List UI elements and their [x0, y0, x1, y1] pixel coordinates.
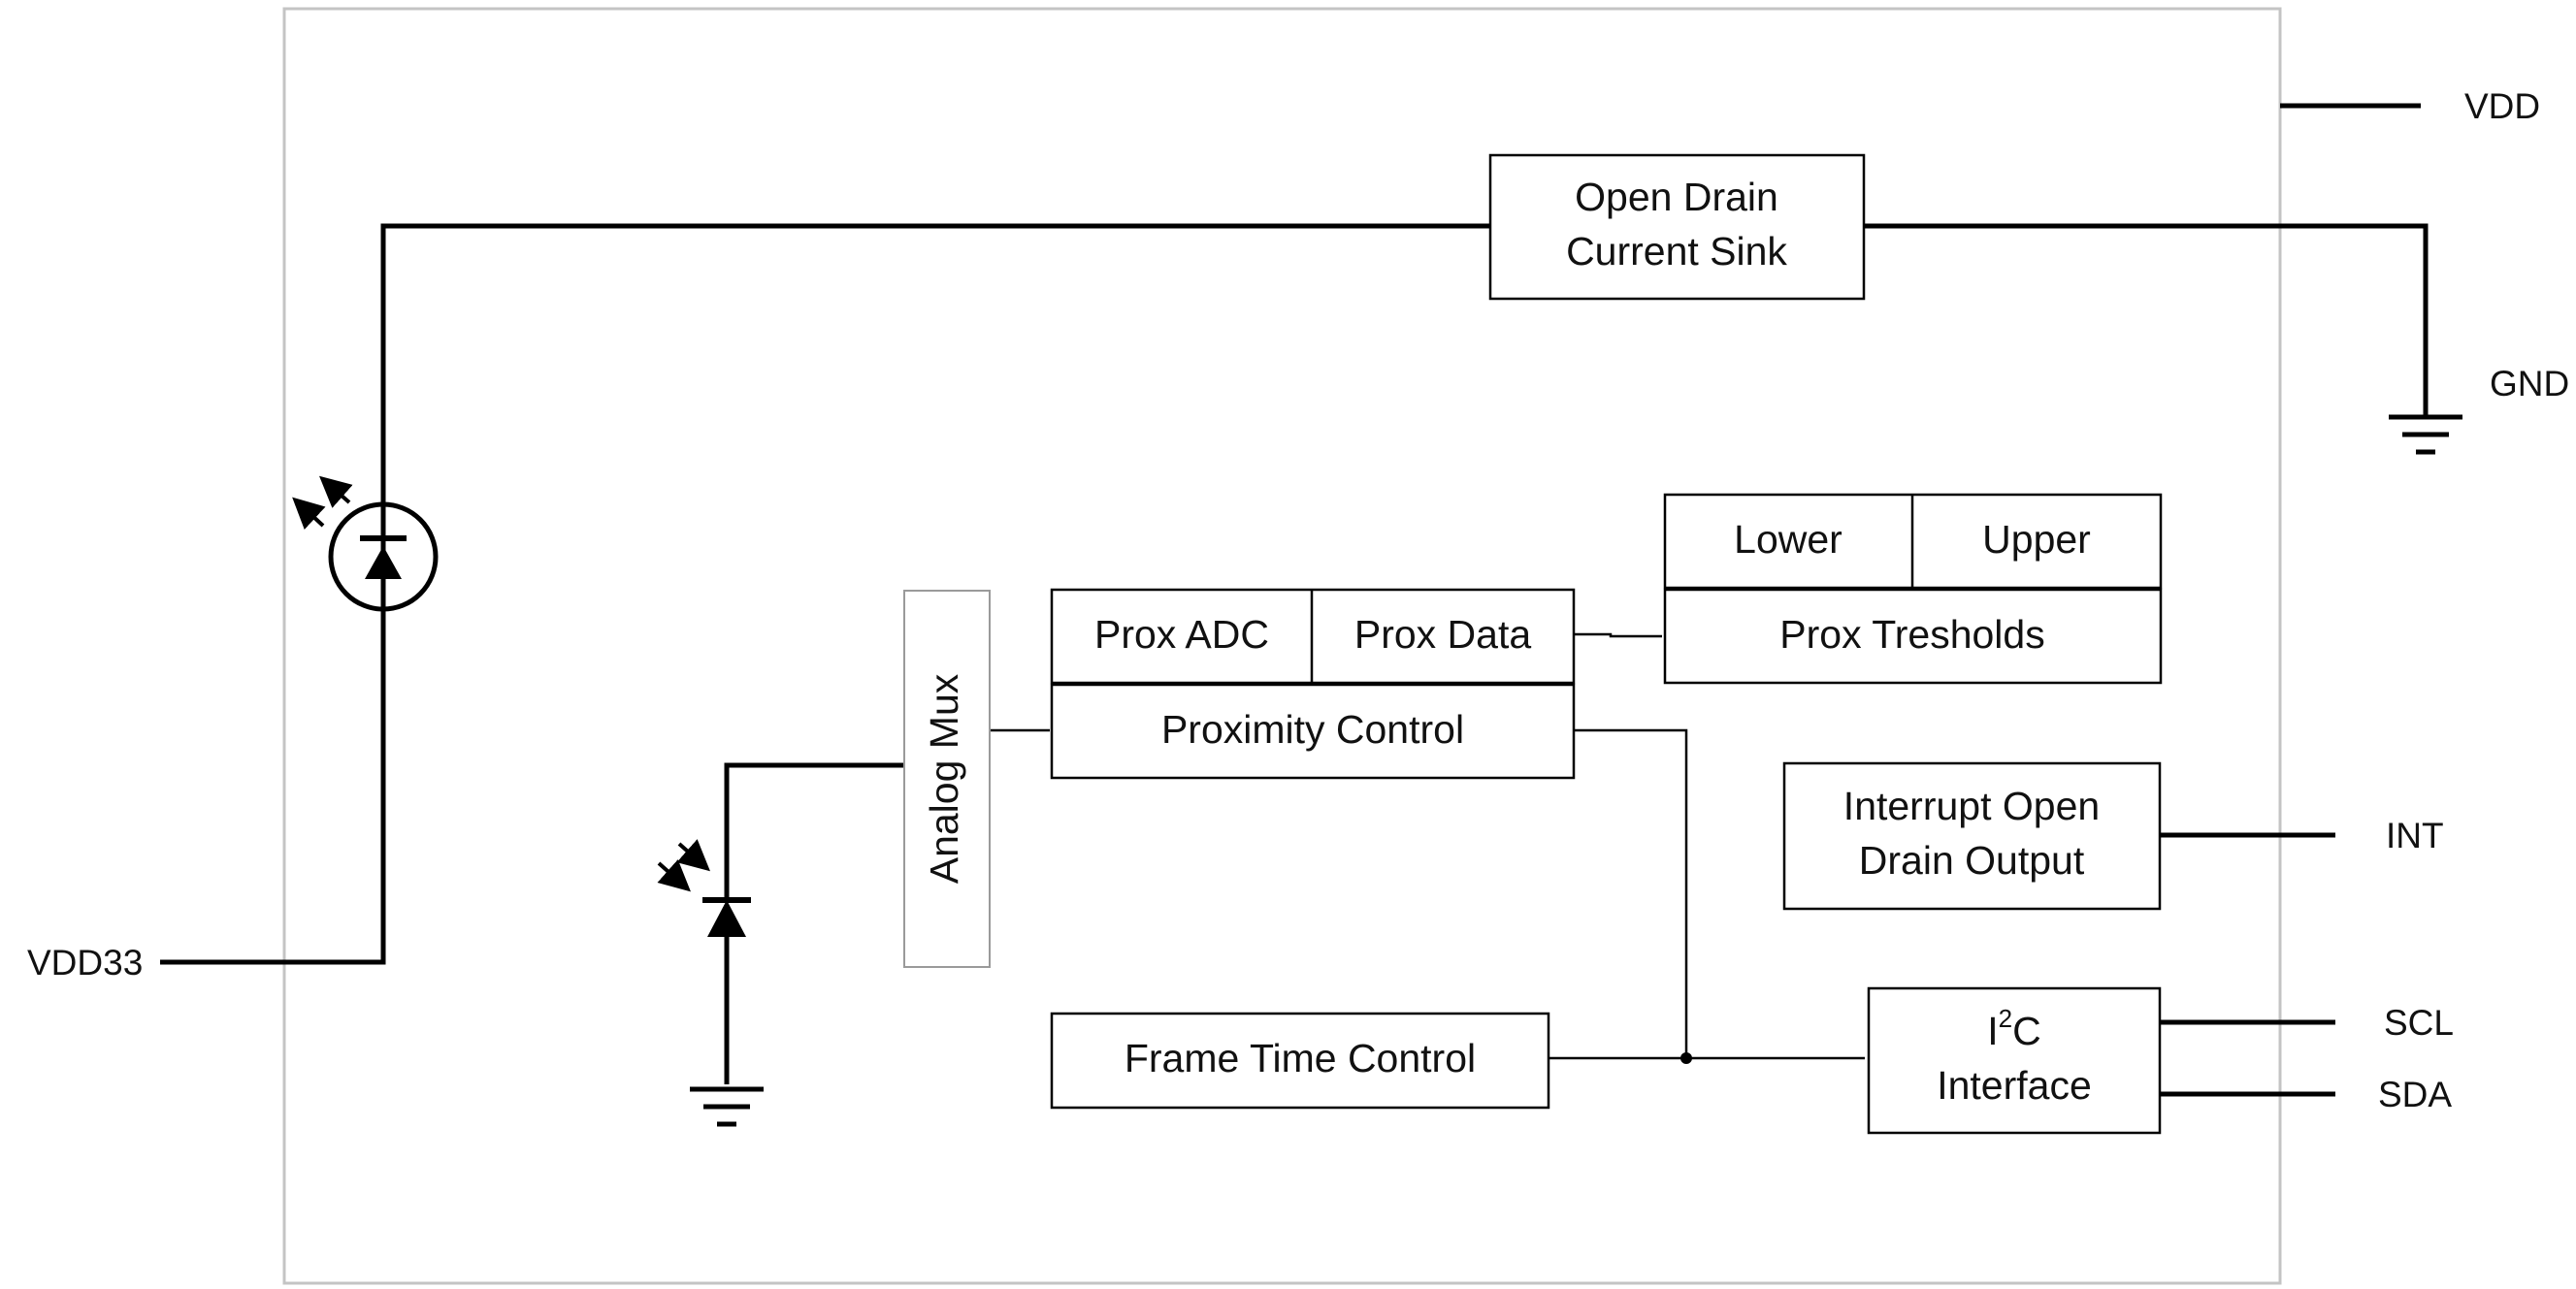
- pin-labels: VDD GND VDD33 INT SCL SDA: [27, 86, 2569, 1114]
- open-drain-current-sink-block: Open Drain Current Sink: [1488, 153, 1866, 301]
- led-emitter-icon: [292, 475, 439, 612]
- i2c-label-line2: Interface: [1937, 1063, 2092, 1108]
- open-drain-label-line1: Open Drain: [1575, 175, 1778, 219]
- pin-gnd: GND: [2490, 364, 2569, 403]
- prox-thresholds-label: Prox Tresholds: [1779, 612, 2044, 657]
- interrupt-label-line2: Drain Output: [1859, 838, 2085, 883]
- pin-vdd: VDD: [2464, 86, 2540, 126]
- proximity-control-label: Proximity Control: [1161, 707, 1464, 752]
- i2c-label-line1: I2C: [1987, 1004, 2040, 1053]
- pin-int: INT: [2386, 816, 2444, 855]
- photodiode-icon: [657, 839, 751, 937]
- pin-vdd33: VDD33: [27, 943, 143, 983]
- wires: [160, 103, 2429, 1097]
- i2c-interface-block: I2C Interface: [1867, 986, 2162, 1135]
- lower-label: Lower: [1734, 517, 1842, 562]
- analog-mux-block: Analog Mux: [903, 590, 991, 968]
- interrupt-output-block: Interrupt Open Drain Output: [1782, 761, 2162, 911]
- upper-label: Upper: [1982, 517, 2091, 562]
- frame-time-control-label: Frame Time Control: [1125, 1036, 1476, 1080]
- prox-thresholds-block: Lower Upper Prox Tresholds: [1663, 493, 2163, 685]
- prox-adc-label: Prox ADC: [1094, 612, 1269, 657]
- open-drain-label-line2: Current Sink: [1566, 229, 1787, 274]
- proximity-control-block: Prox ADC Prox Data Proximity Control: [1050, 588, 1576, 780]
- ground-icon: [2389, 414, 2462, 455]
- interrupt-label-line1: Interrupt Open: [1843, 784, 2100, 828]
- pin-sda: SDA: [2378, 1075, 2452, 1114]
- analog-mux-label: Analog Mux: [922, 673, 966, 884]
- pin-scl: SCL: [2384, 1003, 2454, 1043]
- ground-icon: [690, 1086, 764, 1127]
- prox-data-label: Prox Data: [1354, 612, 1531, 657]
- chip-outline: [282, 7, 2282, 1285]
- frame-time-control-block: Frame Time Control: [1050, 1012, 1550, 1110]
